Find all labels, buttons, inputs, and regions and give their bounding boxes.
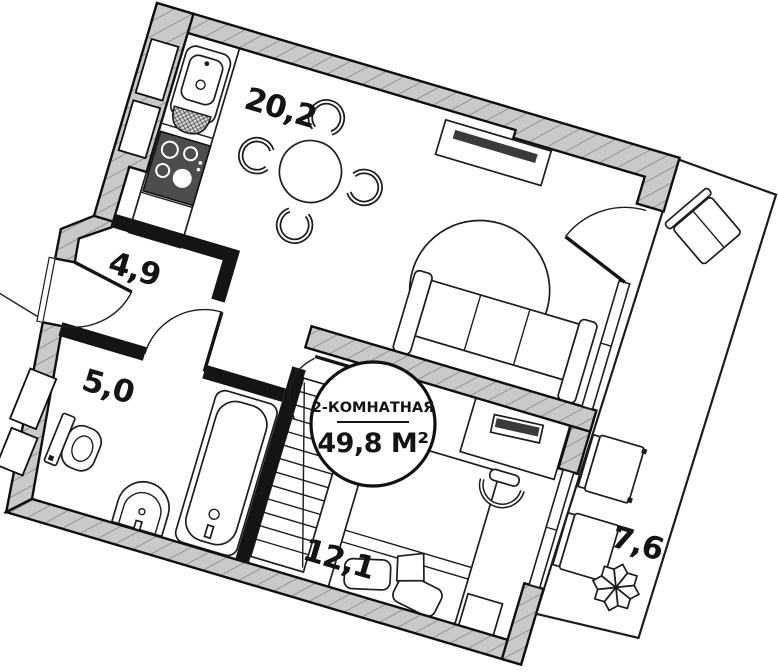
bed-throw: [395, 552, 425, 582]
room-label-kitchen-living: 20,2: [241, 81, 321, 136]
kitchen-sink: [169, 45, 232, 135]
exterior-line: [0, 278, 43, 321]
room-label-hallway: 4,9: [104, 245, 164, 294]
washbasin: [110, 480, 170, 538]
desk-chair: [478, 468, 525, 509]
entrance-door: [62, 260, 133, 328]
dining-chair: [238, 136, 275, 175]
shaft-niche: [117, 99, 162, 160]
shaft-niche: [8, 367, 58, 431]
shaft-niche: [0, 426, 39, 477]
stove: [142, 130, 212, 207]
pillow: [343, 557, 392, 591]
entrance-threshold: [36, 256, 56, 324]
sink-basket: [172, 105, 212, 135]
dining-chair: [346, 168, 383, 207]
tv-screen: [452, 129, 538, 163]
dining-chair: [307, 99, 346, 136]
balcony-armchair: [664, 187, 741, 265]
dining-chair: [275, 207, 314, 244]
room-label-bathroom: 5,0: [78, 362, 138, 411]
plant: [591, 563, 641, 612]
badge-area-label: 49,8 М²: [317, 428, 428, 459]
partitions: [58, 213, 306, 564]
balcony-door: [564, 206, 647, 284]
shaft-niche: [134, 37, 180, 102]
pillow: [392, 573, 443, 618]
area-badge: 2-КОМНАТНАЯ 49,8 М²: [309, 360, 437, 488]
dining-table: [238, 99, 383, 244]
monitor: [494, 418, 540, 437]
balcony-chair-1: [576, 433, 648, 504]
window-bedroom: [528, 468, 575, 589]
tv-unit: [434, 118, 553, 187]
bathroom-door: [144, 308, 224, 373]
sofa: [392, 269, 598, 404]
toilet: [43, 412, 103, 472]
bathtub: [174, 389, 278, 557]
badge-type-label: 2-КОМНАТНАЯ: [312, 400, 435, 416]
